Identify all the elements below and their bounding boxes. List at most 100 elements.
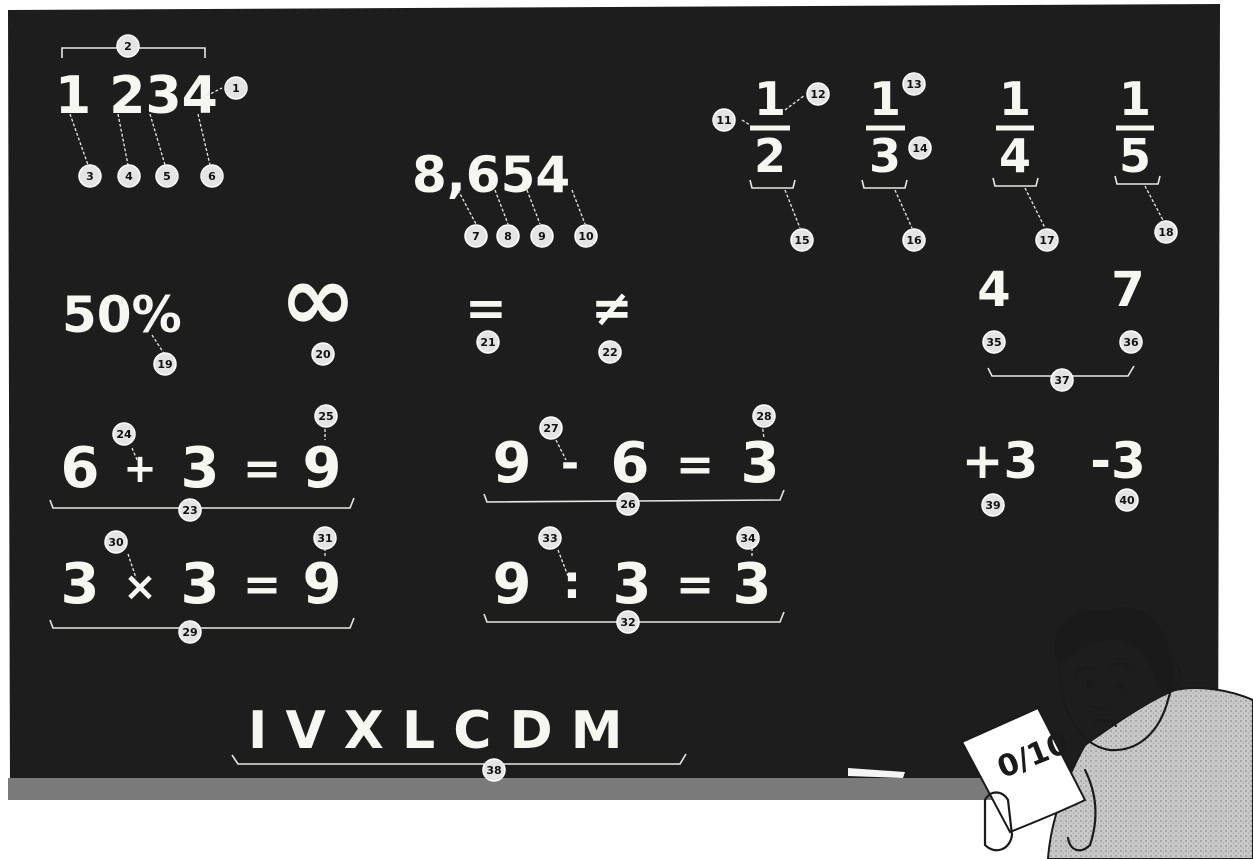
equals-sign: = xyxy=(243,441,282,495)
callout-badge: 16 xyxy=(903,229,925,251)
callout-badge-number: 4 xyxy=(125,170,133,183)
equation-division: 9 : 3 = 3 xyxy=(484,548,784,622)
callout-badge-number: 27 xyxy=(543,422,558,435)
chalk-tray xyxy=(8,778,1008,800)
operand: 3 xyxy=(181,436,220,501)
callout-badge: 10 xyxy=(575,225,597,247)
operand: 6 xyxy=(611,431,650,496)
callout-badge-number: 14 xyxy=(912,142,928,155)
callout-badge-number: 33 xyxy=(542,532,557,545)
fraction-numerator: 1 xyxy=(1119,72,1151,126)
callout-badge: 29 xyxy=(179,621,201,643)
big-number: 8,654 xyxy=(412,146,570,204)
fraction-denominator: 2 xyxy=(754,129,786,183)
percent-symbol: 50% xyxy=(62,286,182,344)
fraction-denominator: 5 xyxy=(1119,129,1151,183)
equation-addition: 6 + 3 = 9 xyxy=(50,424,354,508)
not-equals-symbol: ≠ xyxy=(591,279,633,337)
callout-badge-number: 36 xyxy=(1123,336,1139,349)
callout-badge-number: 38 xyxy=(486,764,501,777)
callout-badge: 11 xyxy=(713,109,735,131)
roman-numerals: I V X L C D M xyxy=(248,701,623,761)
callout-badge: 28 xyxy=(753,405,775,427)
callout-badge: 4 xyxy=(118,165,140,187)
result: 3 xyxy=(733,552,772,617)
fraction-numerator: 1 xyxy=(999,72,1031,126)
callout-badge-number: 2 xyxy=(124,40,132,53)
callout-badge: 32 xyxy=(617,611,639,633)
callout-badge-number: 3 xyxy=(86,170,94,183)
callout-badge: 3 xyxy=(79,165,101,187)
callout-badge-number: 18 xyxy=(1158,226,1173,239)
callout-badge-number: 35 xyxy=(986,336,1001,349)
operand: 9 xyxy=(493,552,532,617)
callout-badge: 21 xyxy=(477,331,499,353)
callout-badge: 23 xyxy=(179,499,201,521)
equation-multiplication: 3 × 3 = 9 xyxy=(50,548,354,628)
callout-badge-number: 19 xyxy=(157,358,172,371)
callout-badge-number: 30 xyxy=(108,536,124,549)
callout-badge-number: 16 xyxy=(906,234,922,247)
callout-badge: 25 xyxy=(315,405,337,427)
callout-badge: 24 xyxy=(113,423,135,445)
pair-left-number: 4 xyxy=(977,262,1010,318)
operator-plus: + xyxy=(123,446,157,492)
callout-badge: 39 xyxy=(982,494,1004,516)
callout-badge-number: 23 xyxy=(182,504,197,517)
callout-badge: 6 xyxy=(201,165,223,187)
callout-badge-number: 39 xyxy=(985,499,1000,512)
callout-badge-number: 7 xyxy=(472,230,480,243)
callout-badge-number: 40 xyxy=(1119,494,1135,507)
result: 9 xyxy=(303,552,342,617)
infinity-symbol: ∞ xyxy=(280,245,357,352)
callout-badge: 31 xyxy=(314,527,336,549)
result: 3 xyxy=(741,431,780,496)
operand: 9 xyxy=(493,431,532,496)
fraction-denominator: 4 xyxy=(999,129,1031,183)
operand: 3 xyxy=(613,552,652,617)
equals-sign: = xyxy=(676,557,715,611)
callout-badge: 17 xyxy=(1036,229,1058,251)
result: 9 xyxy=(303,436,342,501)
callout-badge: 19 xyxy=(154,353,176,375)
operator-times: × xyxy=(123,564,157,610)
callout-badge: 22 xyxy=(599,341,621,363)
callout-badge: 1 xyxy=(225,77,247,99)
equals-symbol: = xyxy=(465,279,507,337)
callout-badge-number: 28 xyxy=(756,410,771,423)
callout-badge-number: 34 xyxy=(740,532,756,545)
callout-badge-number: 22 xyxy=(602,346,617,359)
fraction-numerator: 1 xyxy=(869,72,901,126)
callout-badge: 9 xyxy=(531,225,553,247)
digits-number: 1 234 xyxy=(55,66,218,126)
callout-badge-number: 6 xyxy=(208,170,216,183)
callout-badge: 38 xyxy=(483,759,505,781)
callout-badge-number: 20 xyxy=(315,348,331,361)
callout-badge: 2 xyxy=(117,35,139,57)
fraction-denominator: 3 xyxy=(869,129,901,183)
callout-badge-number: 10 xyxy=(578,230,594,243)
callout-badge: 26 xyxy=(617,493,639,515)
operand: 6 xyxy=(61,436,100,501)
equals-sign: = xyxy=(676,437,715,491)
callout-badge-number: 15 xyxy=(794,234,809,247)
callout-badge: 36 xyxy=(1120,331,1142,353)
negative-number: -3 xyxy=(1090,432,1146,490)
callout-badge-number: 26 xyxy=(620,498,636,511)
operand: 3 xyxy=(181,552,220,617)
callout-badge: 30 xyxy=(105,531,127,553)
callout-badge: 13 xyxy=(903,73,925,95)
callout-badge-number: 17 xyxy=(1039,234,1054,247)
callout-badge: 5 xyxy=(156,165,178,187)
callout-badge-number: 29 xyxy=(182,626,197,639)
callout-badge-number: 13 xyxy=(906,78,921,91)
callout-badge: 40 xyxy=(1116,489,1138,511)
callout-badge-number: 8 xyxy=(504,230,512,243)
callout-badge-number: 9 xyxy=(538,230,546,243)
callout-badge-number: 31 xyxy=(317,532,332,545)
callout-badge: 27 xyxy=(540,417,562,439)
callout-badge: 12 xyxy=(807,83,829,105)
operator-minus: - xyxy=(561,438,579,489)
callout-badge: 7 xyxy=(465,225,487,247)
